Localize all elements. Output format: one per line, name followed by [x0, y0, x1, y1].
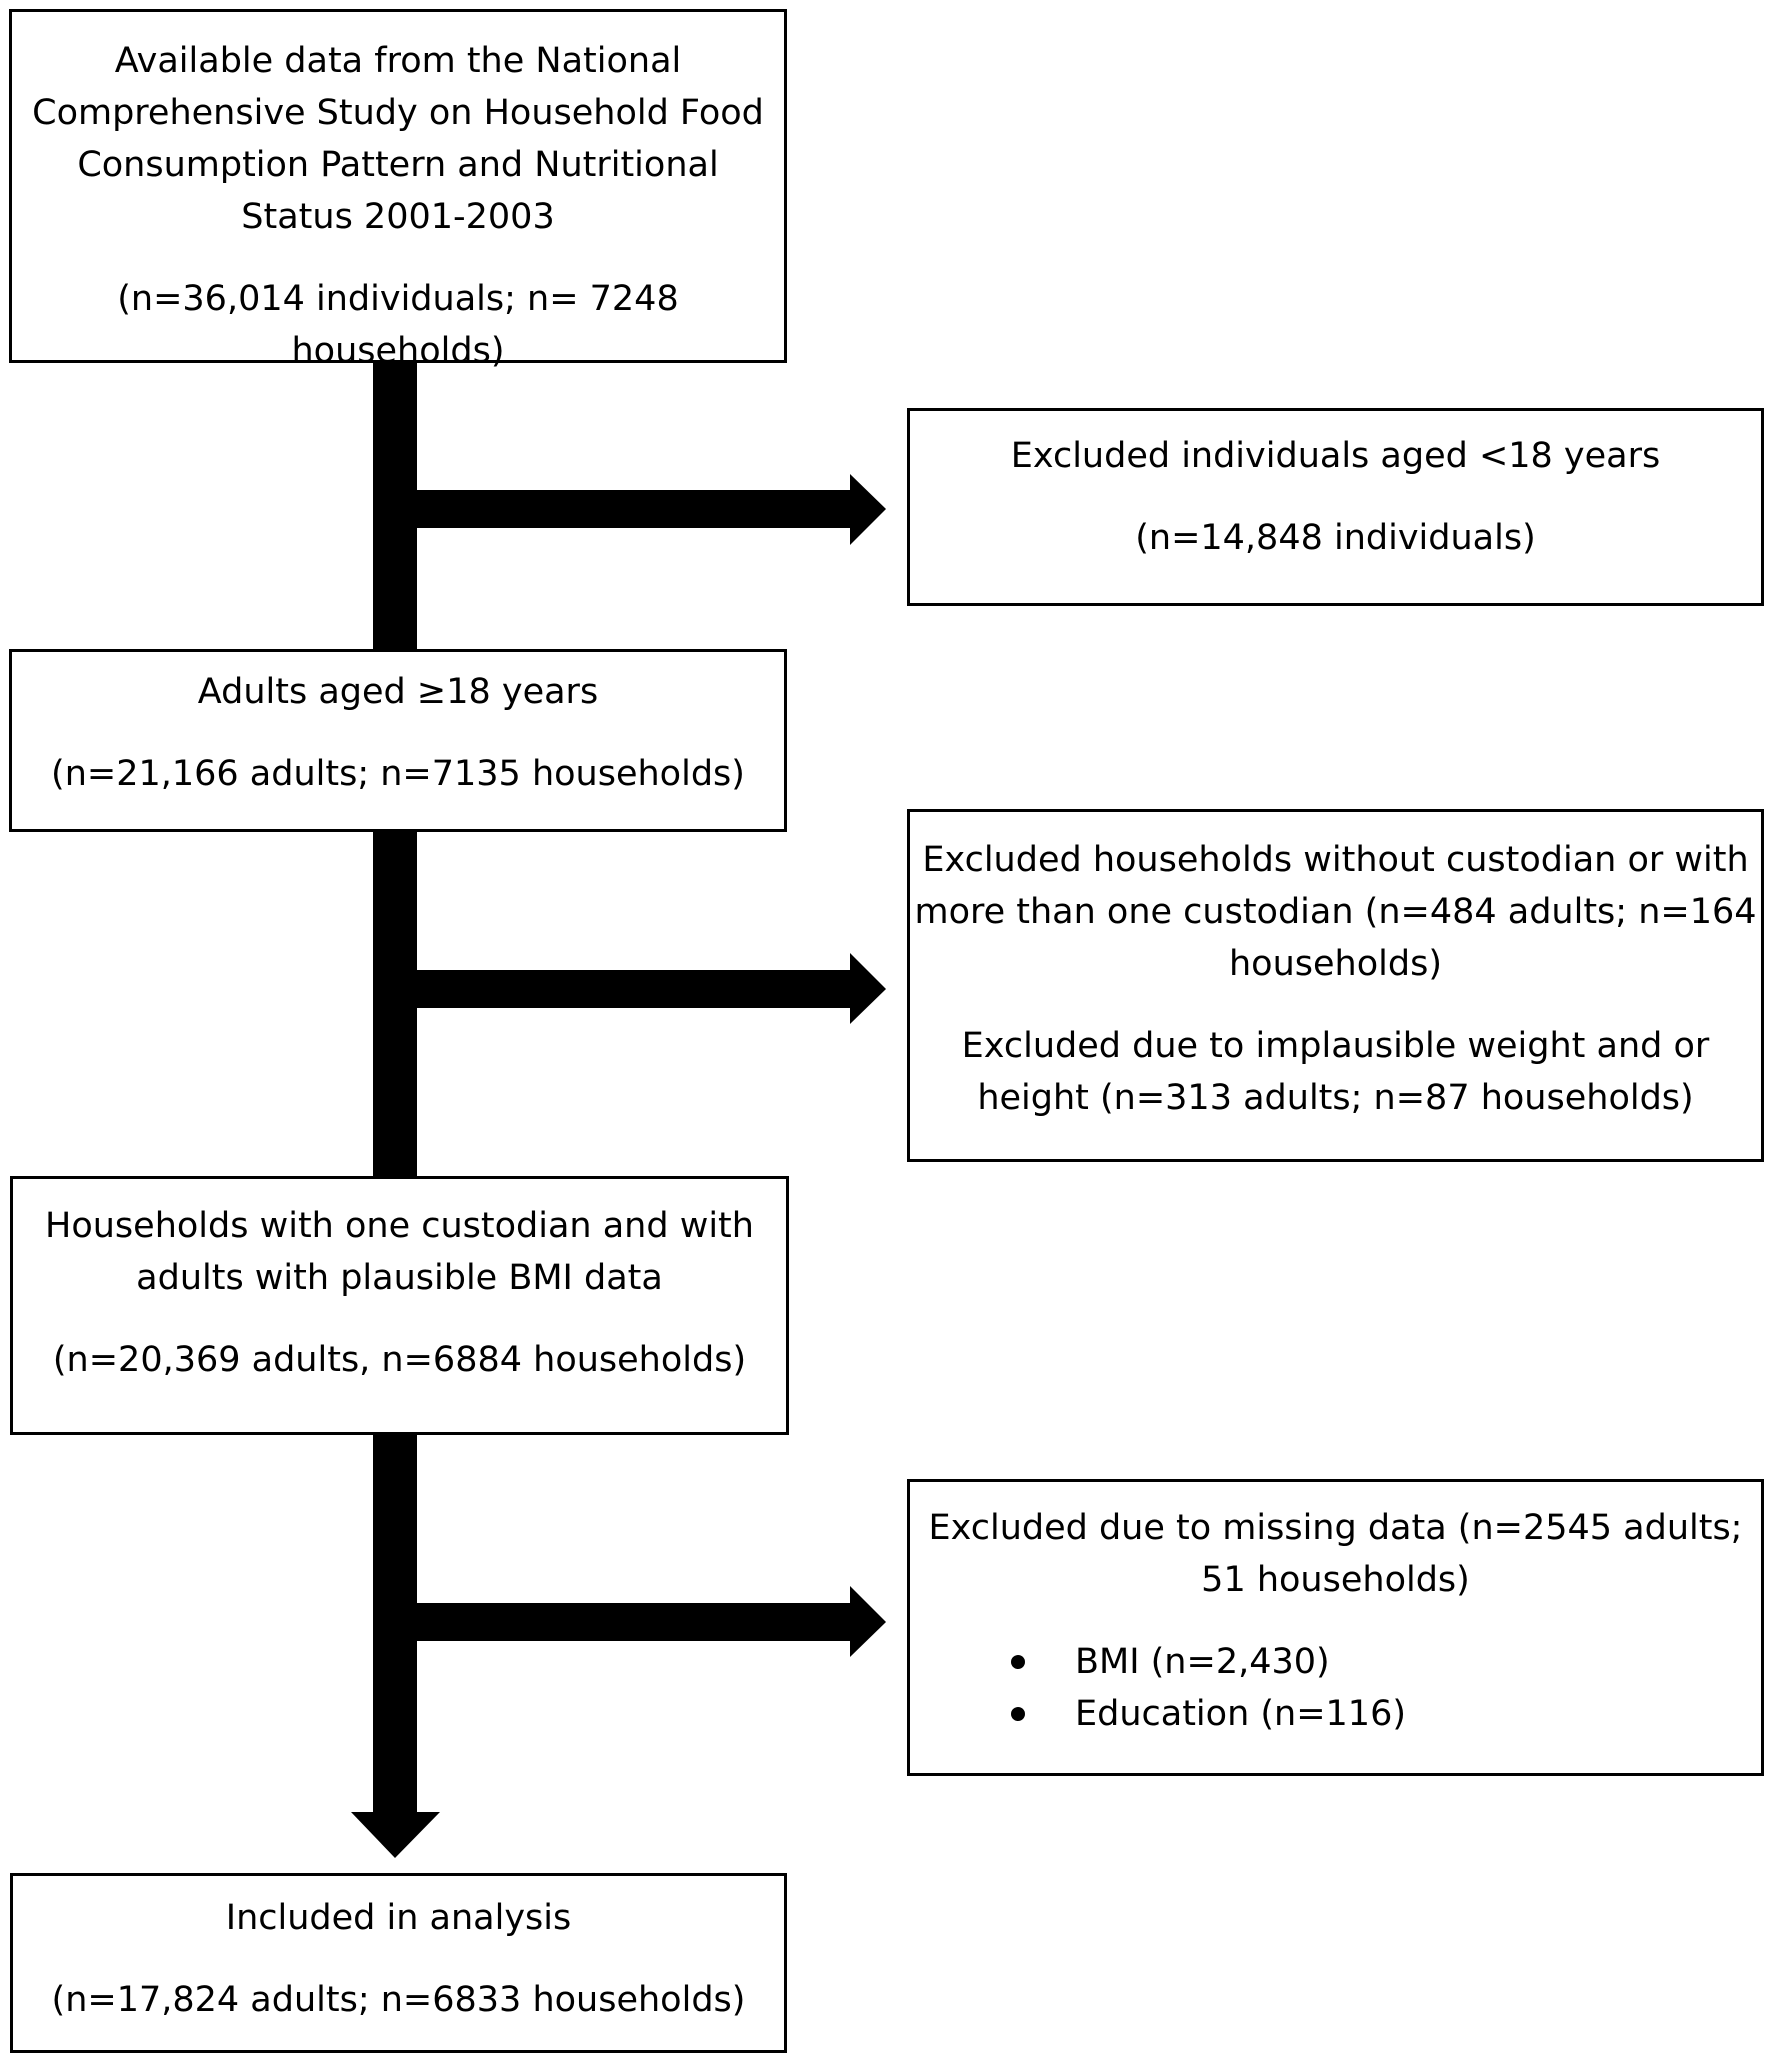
trunk-segment-2 [373, 830, 417, 1178]
exclusion-minors-box: Excluded individuals aged <18 years (n=1… [907, 408, 1764, 606]
side-arrow-1-shaft [417, 490, 853, 528]
adults-count: (n=21,166 adults; n=7135 households) [51, 754, 745, 794]
down-arrow-head [351, 1812, 440, 1858]
included-title: Included in analysis [225, 1898, 572, 1938]
exclusion-minors-title: Excluded individuals aged <18 years [1010, 436, 1661, 476]
exclusion-implausible-line-2: height (n=313 adults; n=87 households) [977, 1078, 1694, 1118]
source-data-count: (n=36,014 individuals; n= 7248 household… [117, 279, 679, 371]
side-arrow-2-head [850, 953, 886, 1024]
exclusion-households-box: Excluded households without custodian or… [907, 809, 1764, 1162]
missing-data-item-education: Education (n=116) [910, 1688, 1761, 1740]
source-data-line-1: Available data from the National [114, 41, 682, 81]
exclusion-missing-line-2: 51 households) [1201, 1560, 1470, 1600]
source-data-line-2: Comprehensive Study on Household Food [32, 93, 764, 133]
side-arrow-3-shaft [417, 1603, 853, 1641]
source-data-line-4: Status 2001-2003 [241, 197, 555, 237]
missing-data-list: BMI (n=2,430) Education (n=116) [910, 1636, 1761, 1740]
exclusion-custodian-line-2: more than one custodian (n=484 adults; n… [914, 892, 1757, 932]
source-data-line-3: Consumption Pattern and Nutritional [77, 145, 719, 185]
adults-box: Adults aged ≥18 years (n=21,166 adults; … [9, 649, 787, 832]
adults-title: Adults aged ≥18 years [197, 672, 599, 712]
included-count: (n=17,824 adults; n=6833 households) [51, 1980, 746, 2020]
side-arrow-3-head [850, 1586, 886, 1657]
side-arrow-1-head [850, 474, 886, 545]
plausible-bmi-box: Households with one custodian and with a… [10, 1176, 789, 1435]
exclusion-missing-line-1: Excluded due to missing data (n=2545 adu… [928, 1508, 1743, 1548]
exclusion-implausible-line-1: Excluded due to implausible weight and o… [961, 1026, 1710, 1066]
exclusion-custodian-line-1: Excluded households without custodian or… [922, 840, 1749, 880]
trunk-segment-3 [373, 1433, 417, 1815]
plausible-bmi-count: (n=20,369 adults, n=6884 households) [52, 1340, 747, 1380]
exclusion-missing-box: Excluded due to missing data (n=2545 adu… [907, 1479, 1764, 1776]
plausible-bmi-line-2: adults with plausible BMI data [136, 1258, 663, 1298]
source-data-box: Available data from the National Compreh… [9, 9, 787, 371]
side-arrow-2-shaft [417, 970, 853, 1008]
plausible-bmi-line-1: Households with one custodian and with [45, 1206, 754, 1246]
trunk-segment-1 [373, 362, 417, 652]
missing-data-item-bmi: BMI (n=2,430) [910, 1636, 1761, 1688]
included-box: Included in analysis (n=17,824 adults; n… [10, 1873, 787, 2053]
exclusion-minors-count: (n=14,848 individuals) [1135, 518, 1536, 558]
exclusion-custodian-line-3: households) [1229, 944, 1442, 984]
